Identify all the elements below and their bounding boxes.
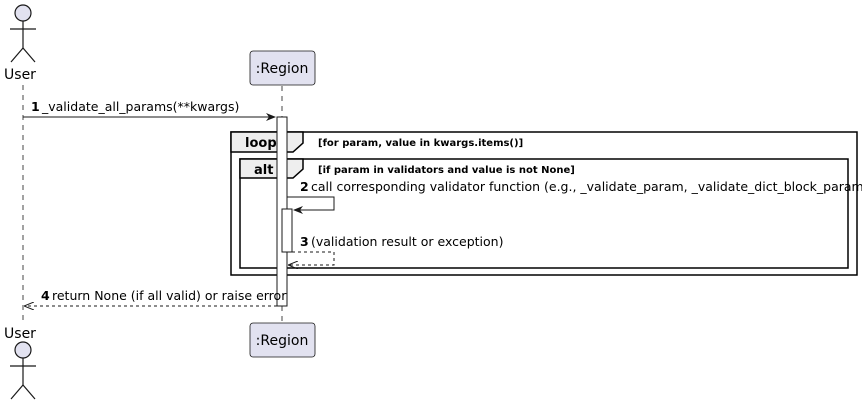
message-2-label: call corresponding validator function (e… <box>311 179 862 194</box>
user-actor-bottom: User <box>4 326 36 400</box>
region-label-bottom: :Region <box>256 333 309 349</box>
region-participant-bottom: :Region <box>249 322 316 358</box>
region-label-top: :Region <box>256 61 309 77</box>
user-actor-top: User <box>4 4 36 83</box>
message-1: 1 _validate_all_params(**kwargs) <box>23 99 276 121</box>
user-label-bottom: User <box>4 326 36 342</box>
message-3: 3 (validation result or exception) <box>289 234 503 265</box>
alt-condition: [if param in validators and value is not… <box>318 165 575 176</box>
nested-activation-bar <box>281 208 293 253</box>
actor-icon <box>10 4 36 63</box>
message-3-number: 3 <box>300 234 309 249</box>
alt-keyword: alt <box>254 163 273 178</box>
loop-keyword: loop <box>245 136 277 151</box>
message-3-label: (validation result or exception) <box>311 234 503 249</box>
message-4: 4 return None (if all valid) or raise er… <box>25 288 287 306</box>
message-1-number: 1 <box>31 99 40 114</box>
loop-fragment: loop [for param, value in kwargs.items()… <box>230 131 858 276</box>
user-label-top: User <box>4 67 36 83</box>
message-4-number: 4 <box>41 288 50 303</box>
message-4-label: return None (if all valid) or raise erro… <box>52 288 287 303</box>
message-1-label: _validate_all_params(**kwargs) <box>41 99 239 114</box>
actor-icon <box>10 341 36 400</box>
alt-fragment: alt [if param in validators and value is… <box>239 158 849 269</box>
region-participant-top: :Region <box>249 50 316 86</box>
message-2: 2 call corresponding validator function … <box>287 179 862 214</box>
message-2-number: 2 <box>300 179 309 194</box>
loop-condition: [for param, value in kwargs.items()] <box>318 138 523 149</box>
